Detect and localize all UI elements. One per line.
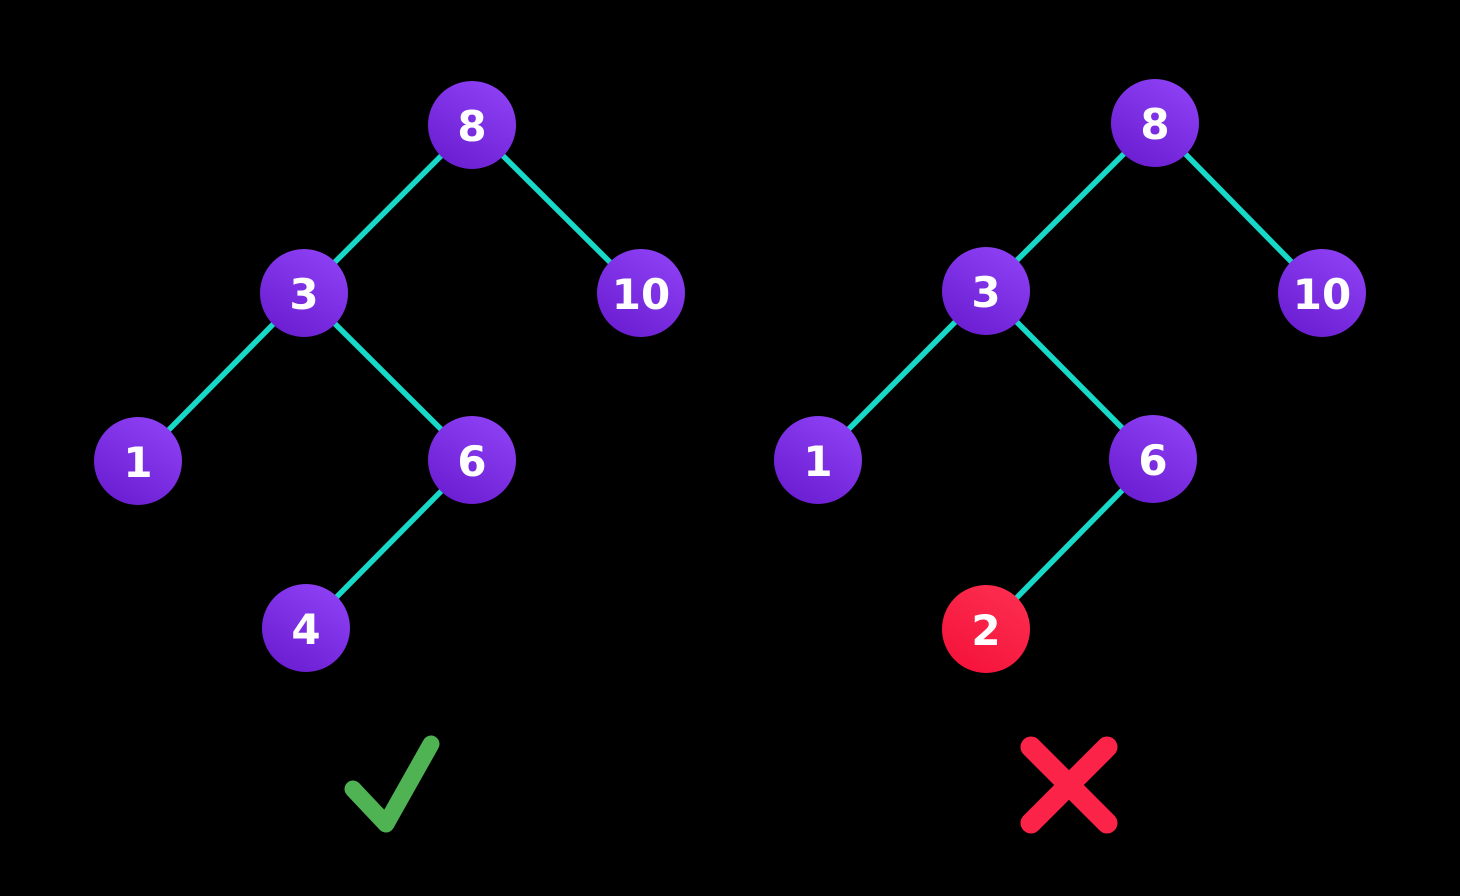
node-circle: [942, 247, 1030, 335]
tree-node-10: 10: [597, 249, 685, 337]
left-tree-valid-bst: 8 3 10 1 6 4: [94, 81, 685, 833]
node-label: 6: [457, 437, 486, 486]
tree-node-1: 1: [94, 417, 182, 505]
node-label: 4: [291, 605, 320, 654]
invalid-cross-icon: [1020, 736, 1118, 834]
tree-node-3: 3: [942, 247, 1030, 335]
node-label: 2: [971, 606, 1000, 655]
invalid-node-circle: [942, 585, 1030, 673]
right-tree-invalid-bst: 8 3 10 1 6 2: [774, 79, 1366, 834]
node-label: 6: [1138, 436, 1167, 485]
node-label: 3: [289, 270, 318, 319]
tree-node-4: 4: [262, 584, 350, 672]
node-circle: [1109, 415, 1197, 503]
node-circle: [1278, 249, 1366, 337]
node-label: 1: [123, 438, 152, 487]
node-label: 10: [1293, 270, 1351, 319]
tree-node-1: 1: [774, 416, 862, 504]
node-label: 8: [457, 102, 486, 151]
tree-node-10: 10: [1278, 249, 1366, 337]
node-label: 8: [1140, 100, 1169, 149]
tree-node-6: 6: [1109, 415, 1197, 503]
node-circle: [597, 249, 685, 337]
valid-check-icon: [344, 735, 440, 833]
node-circle: [1111, 79, 1199, 167]
tree-node-8: 8: [1111, 79, 1199, 167]
node-circle: [260, 249, 348, 337]
tree-node-2-invalid: 2: [942, 585, 1030, 673]
node-label: 1: [803, 437, 832, 486]
node-circle: [262, 584, 350, 672]
tree-node-3: 3: [260, 249, 348, 337]
node-circle: [774, 416, 862, 504]
tree-node-8: 8: [428, 81, 516, 169]
node-circle: [428, 81, 516, 169]
node-circle: [428, 416, 516, 504]
node-label: 10: [612, 270, 670, 319]
tree-node-6: 6: [428, 416, 516, 504]
node-circle: [94, 417, 182, 505]
node-label: 3: [971, 268, 1000, 317]
